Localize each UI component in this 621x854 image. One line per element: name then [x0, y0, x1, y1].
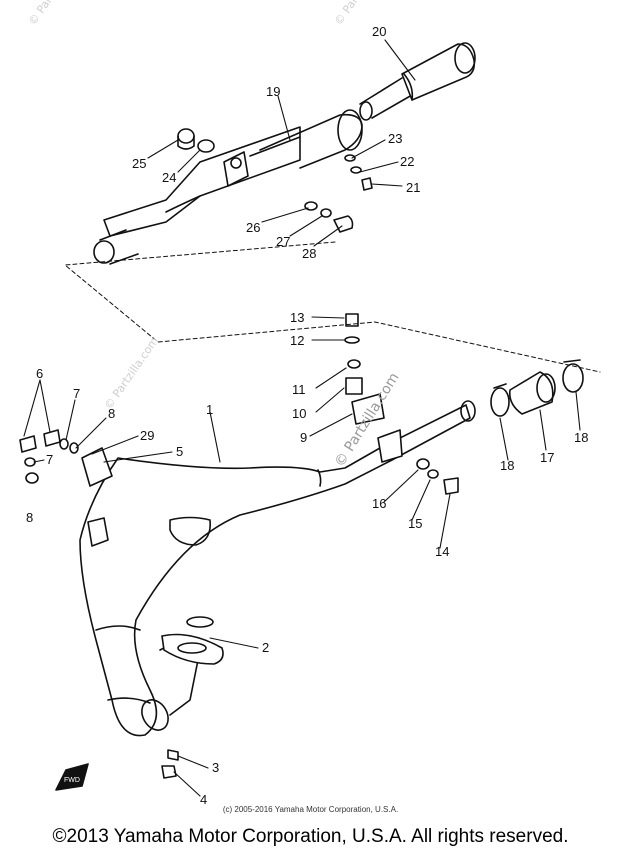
callout-19: 19	[266, 84, 280, 99]
joint-clamps-17-18	[490, 359, 584, 417]
hardware-left	[19, 429, 79, 484]
callout-26: 26	[246, 220, 260, 235]
callout-16: 16	[372, 496, 386, 511]
callout-12: 12	[290, 333, 304, 348]
callout-20: 20	[372, 24, 386, 39]
tailpipe-part-20	[359, 42, 476, 121]
leader-lines	[23, 39, 581, 797]
hardware-upper	[177, 128, 373, 233]
callout-5: 5	[176, 444, 183, 459]
fwd-arrow: FWD	[55, 763, 89, 791]
callout-24: 24	[162, 170, 176, 185]
nut-part-4	[161, 765, 177, 779]
small-copyright: (c) 2005-2016 Yamaha Motor Corporation, …	[222, 805, 399, 814]
callout-7b: 7	[46, 452, 53, 467]
callout-6: 6	[36, 366, 43, 381]
callout-9: 9	[300, 430, 307, 445]
callout-8a: 8	[108, 406, 115, 421]
callout-18a: 18	[500, 458, 514, 473]
callout-2: 2	[262, 640, 269, 655]
group-outline	[64, 241, 601, 373]
fwd-label: FWD	[64, 777, 80, 784]
callout-labels: 1 2 3 4 5 6 7 7 8 8 9 10 11 12 13 14 15 …	[26, 24, 588, 807]
callout-3: 3	[212, 760, 219, 775]
callout-27: 27	[276, 234, 290, 249]
callout-25: 25	[132, 156, 146, 171]
bracket-part-16	[377, 429, 403, 463]
exhaust-pipe-part-1	[79, 400, 476, 737]
callout-22: 22	[400, 154, 414, 169]
callout-18b: 18	[574, 430, 588, 445]
hardware-right	[344, 313, 459, 495]
callout-10: 10	[292, 406, 306, 421]
callout-7a: 7	[73, 386, 80, 401]
bracket-lower	[87, 517, 109, 547]
watermark-mid-left: © Partzilla.com	[102, 335, 161, 412]
callout-1: 1	[206, 402, 213, 417]
callout-29: 29	[140, 428, 154, 443]
callout-8b: 8	[26, 510, 33, 525]
callout-17: 17	[540, 450, 554, 465]
flange-part-2	[161, 616, 224, 665]
silencer-part-19	[93, 109, 363, 265]
callout-21: 21	[406, 180, 420, 195]
callout-15: 15	[408, 516, 422, 531]
watermark-top-left: © Partzilla.com	[26, 0, 85, 28]
nut-part-3	[167, 749, 179, 761]
callout-23: 23	[388, 131, 402, 146]
watermarks: © Partzilla.com © Partzilla.com © Partzi…	[26, 0, 403, 470]
callout-14: 14	[435, 544, 449, 559]
callout-28: 28	[302, 246, 316, 261]
bracket-part-5	[81, 447, 113, 487]
callout-13: 13	[290, 310, 304, 325]
main-copyright: ©2013 Yamaha Motor Corporation, U.S.A. A…	[52, 826, 569, 847]
callout-11: 11	[292, 382, 306, 397]
callout-4: 4	[200, 792, 207, 807]
bracket-part-9	[351, 393, 385, 425]
